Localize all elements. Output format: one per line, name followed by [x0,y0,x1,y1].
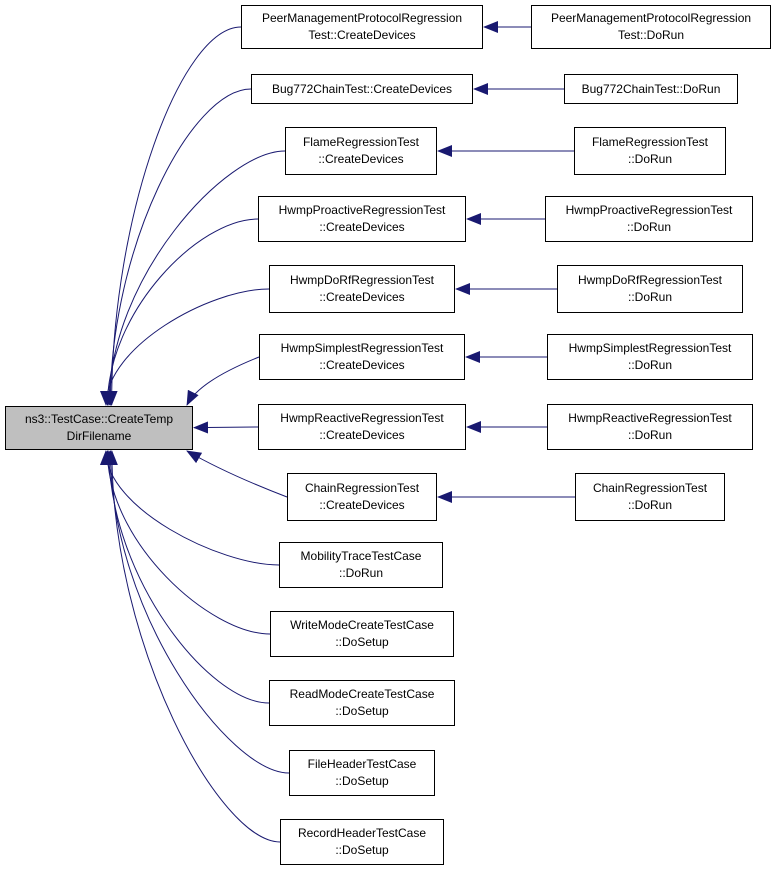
graph-node-flame-cd[interactable]: FlameRegressionTest::CreateDevices [285,127,437,175]
edge-hdorf-cd-to-root [100,288,270,406]
node-label-line: FlameRegressionTest [591,135,709,149]
edge-hsim-cd-to-root [186,356,260,406]
node-label-line: ChainRegressionTest [304,481,420,495]
node-label-line: ::CreateDevices [319,358,405,372]
graph-node-wm-setup[interactable]: WriteModeCreateTestCase::DoSetup [270,611,454,657]
node-label-line: ::CreateDevices [319,220,405,234]
graph-node-hsim-cd[interactable]: HwmpSimplestRegressionTest::CreateDevice… [259,334,465,380]
graph-node-flame-run[interactable]: FlameRegressionTest::DoRun [574,127,726,175]
node-label-line: PeerManagementProtocolRegression [261,11,463,25]
graph-node-chain-run[interactable]: ChainRegressionTest::DoRun [575,473,725,521]
graph-node-hdorf-cd[interactable]: HwmpDoRfRegressionTest::CreateDevices [269,265,455,313]
node-label-line: ::DoSetup [335,635,389,649]
graph-node-hpro-run[interactable]: HwmpProactiveRegressionTest::DoRun [545,196,753,242]
graph-node-chain-cd[interactable]: ChainRegressionTest::CreateDevices [287,473,437,521]
edge-mob-run-to-root [99,450,280,566]
edge-flame-cd-to-root [102,150,286,406]
node-label-line: FlameRegressionTest [302,135,420,149]
node-label-line: HwmpReactiveRegressionTest [280,411,444,425]
node-label-line: HwmpSimplestRegressionTest [568,341,732,355]
node-label-line: HwmpProactiveRegressionTest [278,203,446,217]
node-label-line: ::DoRun [627,152,673,166]
node-label-line: ::DoSetup [335,843,389,857]
edge-chain-cd-to-root [186,450,288,498]
node-label-line: HwmpDoRfRegressionTest [577,273,723,287]
edge-hpro-cd-to-root [101,218,259,406]
edge-hrea-cd-to-root [193,421,259,434]
node-label-line: ::DoSetup [335,704,389,718]
node-label-line: HwmpSimplestRegressionTest [280,341,444,355]
node-label-line: ::DoRun [626,220,672,234]
edge-bug-cd-to-root [104,88,252,406]
graph-node-hdorf-run[interactable]: HwmpDoRfRegressionTest::DoRun [557,265,743,313]
node-label-line: MobilityTraceTestCase [300,549,422,563]
node-label-line: ::DoRun [627,358,673,372]
node-label-line: Test::DoRun [617,28,685,42]
node-label-line: HwmpProactiveRegressionTest [565,203,733,217]
edge-rh-setup-to-root [105,450,281,843]
node-label-line: HwmpReactiveRegressionTest [568,411,732,425]
node-label-line: ::DoSetup [335,774,389,788]
node-label-line: ::DoRun [627,498,673,512]
node-label-line: FileHeaderTestCase [307,757,417,771]
node-label-line: Test::CreateDevices [308,28,416,42]
node-label-line: ns3::TestCase::CreateTemp [24,412,174,426]
node-label-line: Bug772ChainTest::DoRun [581,81,721,96]
node-label-line: ::CreateDevices [318,152,404,166]
node-label-line: ::DoRun [627,428,673,442]
node-label-line: ::CreateDevices [319,498,405,512]
edge-pmp-cd-to-root [105,26,242,406]
graph-node-rh-setup[interactable]: RecordHeaderTestCase::DoSetup [280,819,444,865]
node-label-line: ::CreateDevices [319,290,405,304]
node-label-line: ReadModeCreateTestCase [289,687,435,701]
edge-wm-setup-to-root [101,450,271,635]
node-label-line: DirFilename [66,429,132,443]
node-label-line: PeerManagementProtocolRegression [550,11,752,25]
node-label-line: ::DoRun [627,290,673,304]
edges [99,21,575,843]
node-label-line: ChainRegressionTest [592,481,708,495]
node-label-line: ::CreateDevices [319,428,405,442]
graph-node-fh-setup[interactable]: FileHeaderTestCase::DoSetup [289,750,435,796]
graph-node-hrea-cd[interactable]: HwmpReactiveRegressionTest::CreateDevice… [258,404,466,450]
graph-node-bug-run[interactable]: Bug772ChainTest::DoRun [564,74,738,104]
node-label-line: Bug772ChainTest::CreateDevices [271,81,453,96]
edge-fh-setup-to-root [104,450,290,774]
node-label-line: ::DoRun [338,566,384,580]
node-label-line: WriteModeCreateTestCase [290,618,434,632]
graph-node-hrea-run[interactable]: HwmpReactiveRegressionTest::DoRun [547,404,753,450]
graph-node-hsim-run[interactable]: HwmpSimplestRegressionTest::DoRun [547,334,753,380]
graph-node-rm-setup[interactable]: ReadModeCreateTestCase::DoSetup [269,680,455,726]
node-label-line: RecordHeaderTestCase [297,826,427,840]
graph-node-hpro-cd[interactable]: HwmpProactiveRegressionTest::CreateDevic… [258,196,466,242]
graph-node-mob-run[interactable]: MobilityTraceTestCase::DoRun [279,542,443,588]
node-label-line: HwmpDoRfRegressionTest [289,273,435,287]
graph-node-bug-cd[interactable]: Bug772ChainTest::CreateDevices [251,74,473,104]
